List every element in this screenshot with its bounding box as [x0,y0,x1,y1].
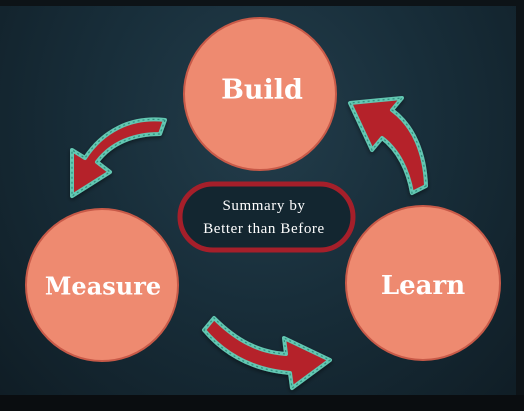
summary-box [177,181,356,253]
summary-line-1: Summary by [222,198,305,214]
learn-label: Learn [381,271,465,301]
bottom-edge [0,395,524,411]
learn-to-build-arrow [348,96,428,195]
top-edge [0,0,524,6]
right-edge [516,0,524,411]
build-circle [183,17,337,171]
summary-line-2: Better than Before [203,221,325,237]
build-to-measure-arrow [70,117,167,198]
measure-to-learn-arrow [202,316,332,390]
build-label: Build [221,75,303,106]
measure-circle [25,208,179,362]
learn-circle [345,205,501,361]
measure-label: Measure [45,272,161,301]
